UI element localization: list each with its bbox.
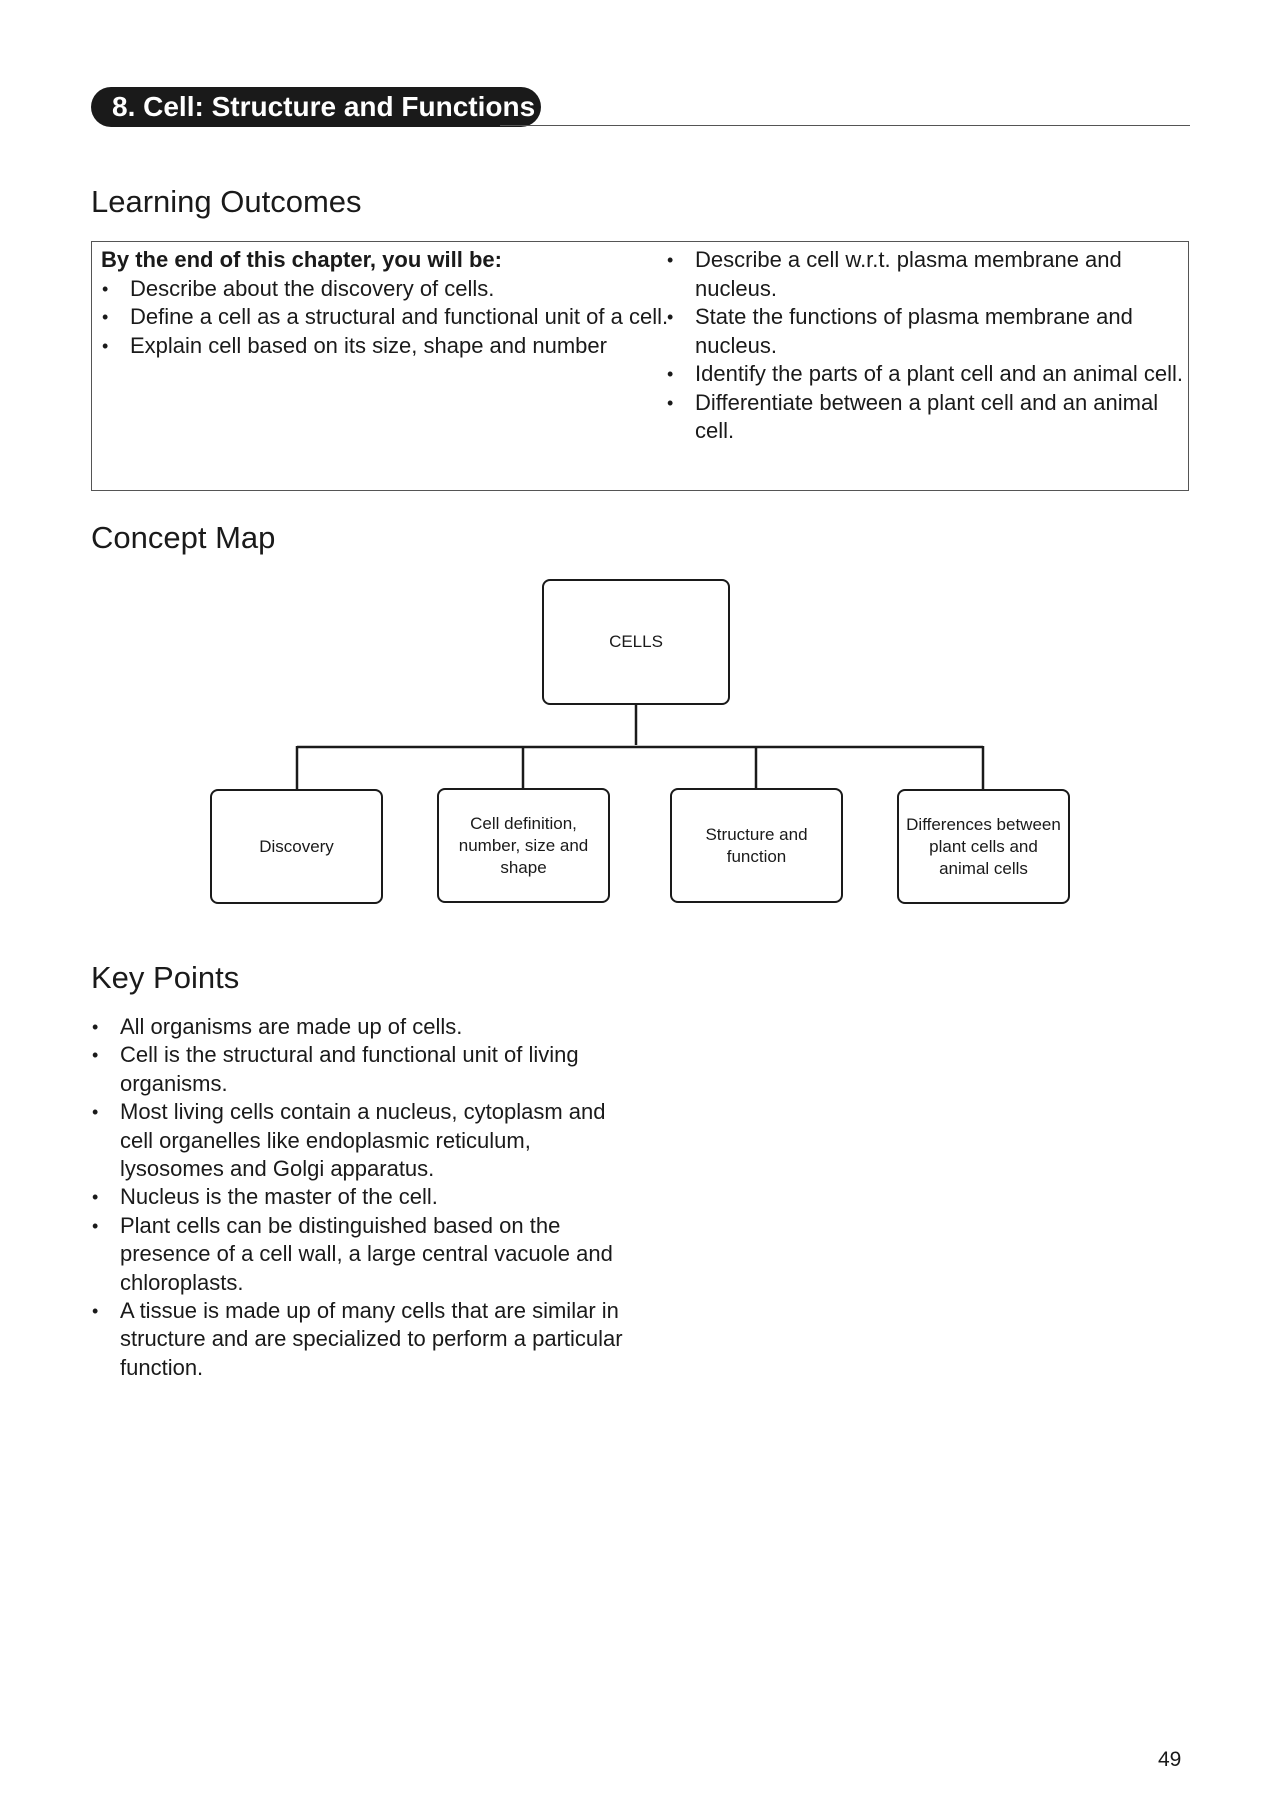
learning-outcome-item: Define a cell as a structural and functi… xyxy=(101,303,721,332)
key-point-item: Cell is the structural and functional un… xyxy=(91,1041,631,1098)
page-number: 49 xyxy=(1158,1748,1182,1771)
learning-outcomes-left-column: By the end of this chapter, you will be:… xyxy=(101,246,721,360)
key-point-item: All organisms are made up of cells. xyxy=(91,1013,631,1042)
key-point-item: A tissue is made up of many cells that a… xyxy=(91,1297,631,1382)
learning-outcome-item: Differentiate between a plant cell and a… xyxy=(666,389,1186,446)
key-point-item: Most living cells contain a nucleus, cyt… xyxy=(91,1098,631,1183)
learning-outcome-item: Identify the parts of a plant cell and a… xyxy=(666,360,1186,389)
learning-outcomes-heading: Learning Outcomes xyxy=(91,184,362,219)
learning-outcome-item: Explain cell based on its size, shape an… xyxy=(101,332,721,361)
key-point-item: Plant cells can be distinguished based o… xyxy=(91,1212,631,1297)
learning-outcomes-right-column: Describe a cell w.r.t. plasma membrane a… xyxy=(666,246,1186,446)
concept-node-cells: CELLS xyxy=(542,579,730,705)
learning-outcome-item: Describe a cell w.r.t. plasma membrane a… xyxy=(666,246,1186,303)
learning-outcomes-right-list: Describe a cell w.r.t. plasma membrane a… xyxy=(666,246,1186,446)
concept-node-discovery: Discovery xyxy=(210,789,383,904)
chapter-title-tab: 8. Cell: Structure and Functions xyxy=(91,87,541,127)
key-point-item: Nucleus is the master of the cell. xyxy=(91,1183,631,1212)
concept-map-heading: Concept Map xyxy=(91,520,276,555)
learning-outcome-item: State the functions of plasma membrane a… xyxy=(666,303,1186,360)
key-points-list: All organisms are made up of cells. Cell… xyxy=(91,1013,631,1382)
key-points-heading: Key Points xyxy=(91,960,240,995)
learning-outcome-item: Describe about the discovery of cells. xyxy=(101,275,721,304)
concept-node-structure-function: Structure and function xyxy=(670,788,843,903)
learning-outcomes-left-list: Describe about the discovery of cells. D… xyxy=(101,275,721,361)
concept-node-cell-definition: Cell definition, number, size and shape xyxy=(437,788,610,903)
learning-outcomes-lead: By the end of this chapter, you will be: xyxy=(101,247,502,272)
key-points-list-container: All organisms are made up of cells. Cell… xyxy=(91,1013,631,1382)
header-rule xyxy=(500,125,1190,126)
learning-outcomes-box: By the end of this chapter, you will be:… xyxy=(91,241,1189,491)
concept-node-differences: Differences between plant cells and anim… xyxy=(897,789,1070,904)
